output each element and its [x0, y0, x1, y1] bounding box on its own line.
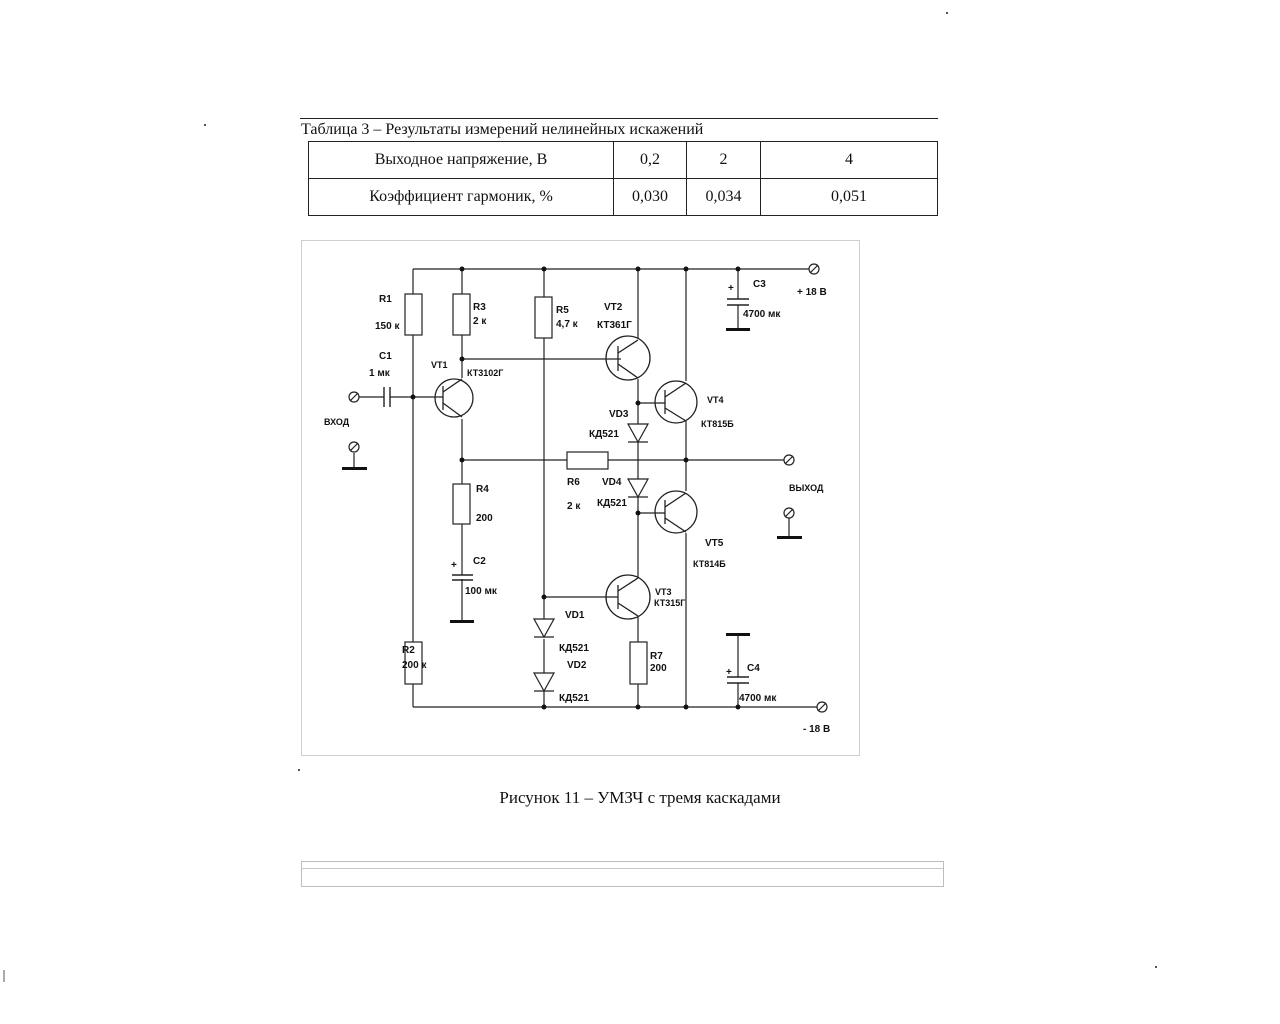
vd2-diode	[532, 672, 556, 693]
label-vd3: VD3	[609, 409, 629, 420]
label-vd4: VD4	[602, 477, 622, 488]
label-vd2: VD2	[567, 660, 587, 671]
capacitors	[383, 298, 749, 684]
vt1-transistor	[434, 378, 474, 418]
table-cell: 0,051	[760, 178, 938, 216]
stray-dot	[1155, 966, 1157, 968]
transistors	[434, 335, 698, 620]
label-r3: R3	[473, 302, 486, 313]
r3-resistor	[452, 293, 471, 336]
table-row: Выходное напряжение, В 0,2 2 4	[308, 141, 938, 179]
label-vd1-value: КД521	[559, 643, 589, 654]
table-caption: Таблица 3 – Результаты измерений нелиней…	[301, 121, 704, 138]
label-r2-value: 200 к	[402, 660, 427, 671]
vd1-diode	[532, 618, 556, 639]
junction-dots	[410, 266, 741, 710]
stray-dot	[298, 769, 300, 771]
label-c2-plus: +	[451, 560, 457, 571]
label-r4: R4	[476, 484, 489, 495]
table-cell: 0,030	[613, 178, 687, 216]
table-cell-label: Выходное напряжение, В	[308, 141, 614, 179]
label-vt4-value: КТ815Б	[701, 419, 734, 429]
edge-mark	[3, 970, 5, 982]
label-output: ВЫХОД	[789, 483, 824, 493]
label-vt4: VT4	[707, 395, 724, 405]
table-cell: 0,034	[686, 178, 761, 216]
label-vt3: VT3	[655, 587, 672, 597]
vt4-transistor	[654, 380, 698, 424]
table-cell: 2	[686, 141, 761, 179]
table-cell: 4	[760, 141, 938, 179]
label-r2: R2	[402, 645, 415, 656]
table-cell-label: Коэффициент гармоник, %	[308, 178, 614, 216]
stray-dot	[204, 124, 206, 126]
figure-caption: Рисунок 11 – УМЗЧ с тремя каскадами	[499, 788, 781, 807]
stray-dot	[946, 12, 948, 14]
r2-resistor	[404, 641, 423, 685]
label-r5: R5	[556, 305, 569, 316]
label-vd1: VD1	[565, 610, 585, 621]
amplifier-schematic: R1 150 к R2 200 к R3 2 к R4 200 R5 4,7 к…	[324, 263, 830, 735]
table-cell: 0,2	[613, 141, 687, 179]
label-vt3-value: КТ315Г	[654, 598, 685, 608]
label-c3: C3	[753, 279, 766, 290]
label-vd4-value: КД521	[597, 498, 627, 509]
top-rule	[300, 118, 938, 119]
label-vt2: VT2	[604, 302, 623, 313]
label-r5-value: 4,7 к	[556, 319, 579, 330]
label-c4: C4	[747, 663, 760, 674]
schematic-figure: R1 150 к R2 200 к R3 2 к R4 200 R5 4,7 к…	[301, 240, 860, 756]
r1-resistor	[404, 293, 423, 336]
terminals	[348, 263, 828, 713]
wires	[353, 268, 817, 708]
schematic-labels: R1 150 к R2 200 к R3 2 к R4 200 R5 4,7 к…	[324, 279, 830, 735]
label-vt2-value: КТ361Г	[597, 320, 632, 331]
label-vt1-value: КТ3102Г	[467, 368, 503, 378]
label-vt5-value: КТ814Б	[693, 559, 726, 569]
vt3-transistor	[605, 574, 651, 620]
resistors	[404, 293, 648, 685]
r6-resistor	[566, 451, 609, 470]
r4-resistor	[452, 483, 471, 525]
vd4-diode	[626, 478, 650, 499]
label-c3-value: 4700 мк	[743, 309, 781, 320]
label-vt5: VT5	[705, 538, 724, 549]
label-r7-value: 200	[650, 663, 667, 674]
label-plus-supply: + 18 В	[797, 287, 827, 298]
label-input: ВХОД	[324, 417, 350, 427]
label-r3-value: 2 к	[473, 316, 487, 327]
label-vd2-value: КД521	[559, 693, 589, 704]
label-c2-value: 100 мк	[465, 586, 498, 597]
vt2-transistor	[605, 335, 651, 381]
label-vd3-value: КД521	[589, 429, 619, 440]
label-r6: R6	[567, 477, 580, 488]
table-row: Коэффициент гармоник, % 0,030 0,034 0,05…	[308, 178, 938, 216]
vt5-transistor	[654, 490, 698, 534]
ground-bars	[342, 328, 802, 636]
bottom-frame	[301, 861, 944, 887]
r7-resistor	[629, 641, 648, 685]
label-minus-supply: - 18 В	[803, 724, 830, 735]
label-r1-value: 150 к	[375, 321, 400, 332]
label-r7: R7	[650, 651, 663, 662]
label-c4-plus: +	[726, 667, 732, 678]
label-c1-value: 1 мк	[369, 368, 391, 379]
label-vt1: VT1	[431, 360, 448, 370]
label-c1: C1	[379, 351, 392, 362]
label-r1: R1	[379, 294, 392, 305]
label-r6-value: 2 к	[567, 501, 581, 512]
diodes	[532, 423, 650, 693]
label-r4-value: 200	[476, 513, 493, 524]
label-c4-value: 4700 мк	[739, 693, 777, 704]
vd3-diode	[626, 423, 650, 444]
label-c2: C2	[473, 556, 486, 567]
measurements-table: Выходное напряжение, В 0,2 2 4 Коэффицие…	[308, 141, 938, 216]
r5-resistor	[534, 296, 553, 339]
label-c3-plus: +	[728, 283, 734, 294]
